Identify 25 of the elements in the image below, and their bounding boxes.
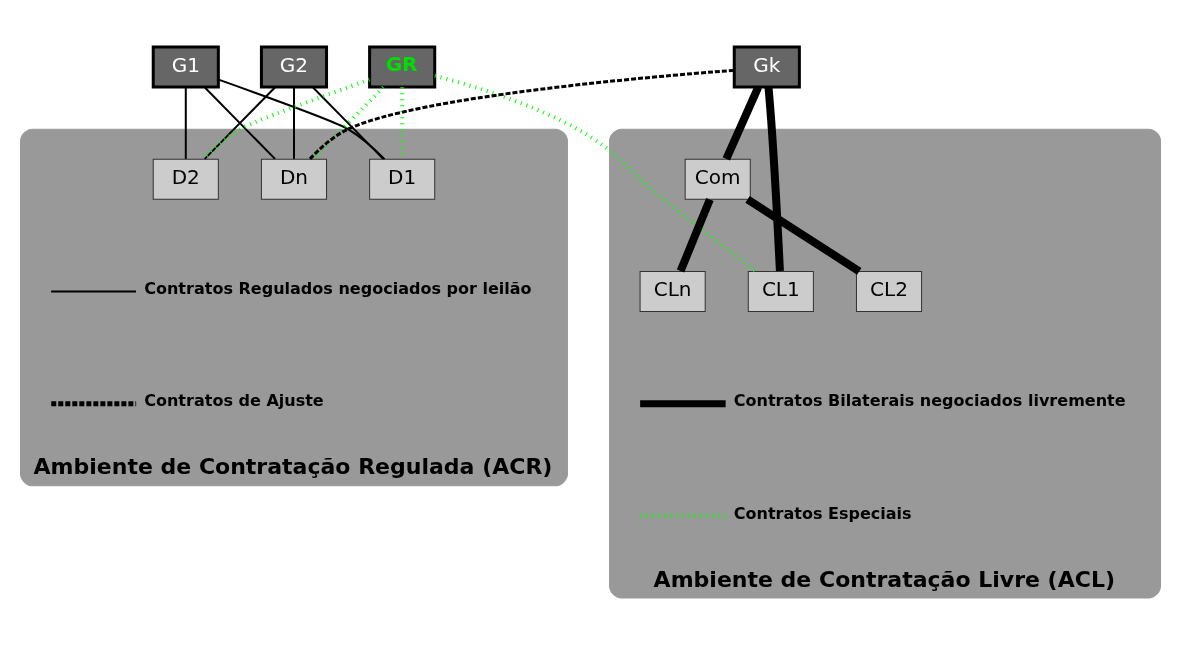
node-box: Gk <box>732 45 801 89</box>
node-box: CL1 <box>747 270 814 312</box>
legend-label: Contratos Especiais <box>733 503 912 523</box>
node-box: CLn <box>639 270 706 312</box>
legend-label: Contratos Bilaterais negociados livremente <box>733 391 1126 411</box>
node-box: D1 <box>369 158 436 200</box>
connector <box>308 68 735 160</box>
connector <box>202 77 370 161</box>
connector <box>293 86 295 160</box>
node-box: D2 <box>152 158 219 200</box>
node-box: G1 <box>151 45 220 89</box>
legend-label: Contratos Regulados negociados por leilão <box>144 279 532 299</box>
node-box: G2 <box>259 45 329 89</box>
connector <box>722 85 762 161</box>
node-box: CL2 <box>855 270 923 312</box>
node-box: Com <box>684 158 751 200</box>
connector <box>217 78 386 161</box>
legend-label: Contratos de Ajuste <box>144 391 324 411</box>
connector <box>184 86 187 160</box>
connector <box>676 197 714 273</box>
node-box: Dn <box>260 158 328 200</box>
connector <box>764 86 784 272</box>
connector <box>434 73 758 273</box>
connector <box>745 196 862 275</box>
node-box: GR <box>368 45 437 89</box>
